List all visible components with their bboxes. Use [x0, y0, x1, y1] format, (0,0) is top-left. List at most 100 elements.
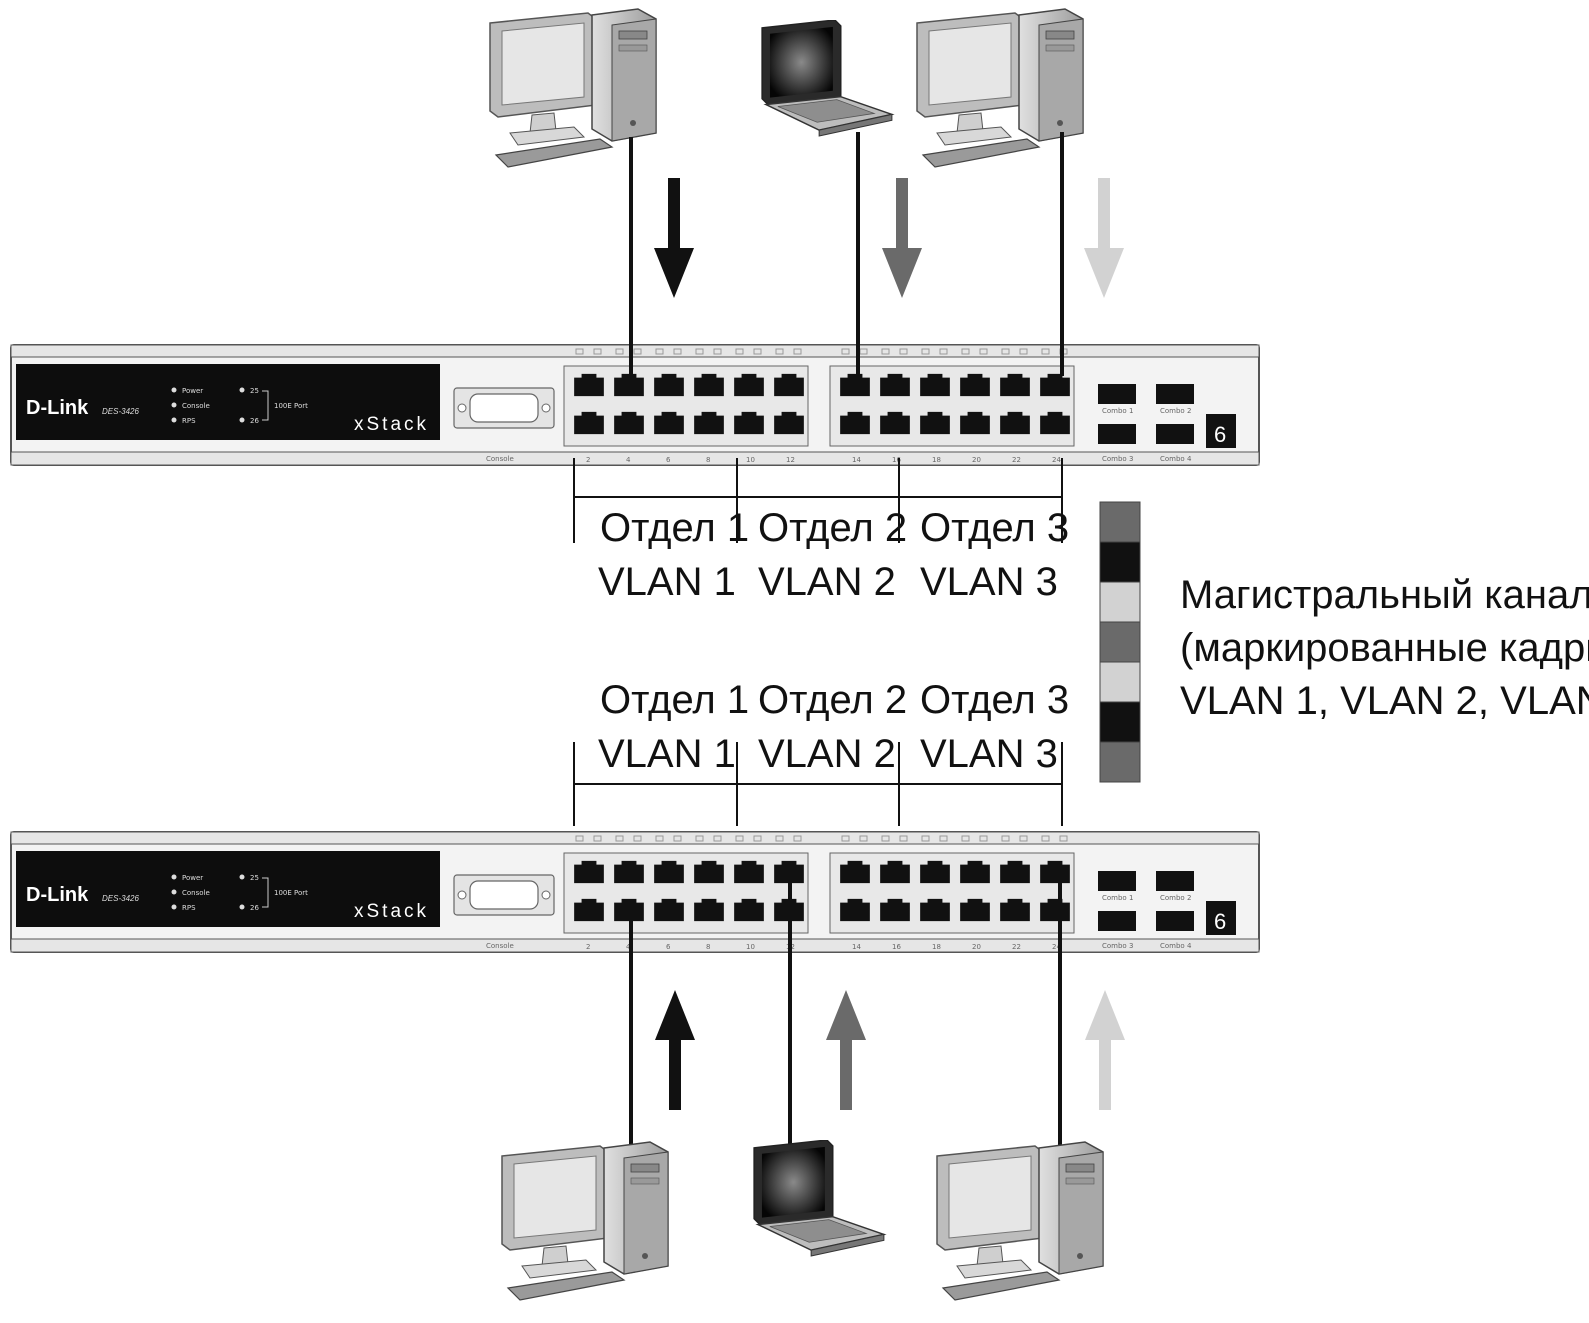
- port-number: 10: [746, 943, 755, 951]
- combo-label: Combo 2: [1160, 407, 1191, 415]
- link-led: [575, 348, 584, 355]
- model-label: DES-3426: [102, 407, 139, 416]
- laptop-icon: [761, 20, 893, 137]
- combo-label: Combo 3: [1102, 455, 1133, 463]
- link-led: [1041, 835, 1050, 842]
- link-led: [735, 835, 744, 842]
- combo-label: Combo 1: [1102, 407, 1133, 415]
- port-number: 10: [746, 456, 755, 464]
- port-number: 20: [972, 943, 981, 951]
- link-led: [593, 835, 602, 842]
- switch-top: D-Link DES-3426 Power Console RPS 25 26 …: [10, 344, 1260, 466]
- port-number: 4: [626, 456, 631, 464]
- dept-label: Отдел 3: [920, 506, 1069, 550]
- status-leds: Power Console RPS 25 26 100E Port: [171, 387, 308, 425]
- link-led: [1001, 348, 1010, 355]
- slot-label: 6: [1214, 909, 1226, 934]
- link-led: [793, 835, 802, 842]
- port-number: 2: [586, 456, 590, 464]
- link-led: [859, 835, 868, 842]
- laptop-icon: [753, 1140, 885, 1257]
- link-led: [899, 835, 908, 842]
- port-number: 18: [932, 943, 941, 951]
- led-power: Power: [182, 387, 203, 395]
- port-number: 22: [1012, 943, 1021, 951]
- arrow-down-vlan3: [1084, 178, 1124, 298]
- uplink-caption: 100E Port: [274, 889, 308, 897]
- link-led: [921, 348, 930, 355]
- combo-label: Combo 4: [1160, 455, 1192, 463]
- link-led: [979, 348, 988, 355]
- port-number: 8: [706, 456, 710, 464]
- trunk-caption-line: Магистральный канал: [1180, 573, 1589, 617]
- trunk-frame-vlan1: [1099, 541, 1141, 583]
- combo-label: Combo 1: [1102, 894, 1133, 902]
- led-25: 25: [250, 874, 259, 882]
- port-number: 24: [1052, 943, 1061, 951]
- dept-label: Отдел 3: [920, 678, 1069, 722]
- bottom-group-brackets: [573, 742, 1063, 826]
- link-led: [713, 348, 722, 355]
- link-led: [775, 348, 784, 355]
- trunk-caption-line: VLAN 1, VLAN 2, VLAN 3): [1180, 679, 1589, 723]
- link-led: [633, 835, 642, 842]
- combo-label: Combo 2: [1160, 894, 1191, 902]
- link-led: [1019, 835, 1028, 842]
- link-led: [735, 348, 744, 355]
- port-number: 4: [626, 943, 631, 951]
- uplink-caption: 100E Port: [274, 402, 308, 410]
- trunk-frame-vlan2: [1099, 741, 1141, 783]
- vlan-label: VLAN 3: [920, 732, 1058, 776]
- link-led: [753, 348, 762, 355]
- vlan-label: VLAN 2: [758, 732, 896, 776]
- led-console: Console: [182, 889, 210, 897]
- link-led: [593, 348, 602, 355]
- led-power: Power: [182, 874, 203, 882]
- dept-label: Отдел 2: [758, 678, 907, 722]
- link-led: [939, 835, 948, 842]
- port-number: 16: [892, 456, 901, 464]
- trunk-caption: Магистральный канал (маркированные кадры…: [1180, 573, 1589, 723]
- link-led: [673, 835, 682, 842]
- vlan-label: VLAN 2: [758, 560, 896, 604]
- port-number: 12: [786, 456, 795, 464]
- console-label: Console: [486, 455, 514, 463]
- link-led: [775, 835, 784, 842]
- desktop-icon: [936, 1141, 1104, 1301]
- port-number: 8: [706, 943, 710, 951]
- arrow-up-vlan3: [1085, 990, 1125, 1110]
- console-label: Console: [486, 942, 514, 950]
- arrow-down-vlan1: [654, 178, 694, 298]
- link-led: [615, 835, 624, 842]
- top-group-labels: Отдел 1 VLAN 1 Отдел 2 VLAN 2 Отдел 3 VL…: [598, 506, 1069, 604]
- led-26: 26: [250, 904, 259, 912]
- link-led: [753, 835, 762, 842]
- link-led: [655, 835, 664, 842]
- dept-label: Отдел 1: [600, 506, 749, 550]
- port-number: 14: [852, 456, 861, 464]
- combo-label: Combo 4: [1160, 942, 1192, 950]
- link-led: [979, 835, 988, 842]
- slot-label: 6: [1214, 422, 1226, 447]
- vlan-label: VLAN 1: [598, 732, 736, 776]
- trunk-frame-vlan2: [1099, 621, 1141, 663]
- trunk-frame-vlan1: [1099, 701, 1141, 743]
- led-25: 25: [250, 387, 259, 395]
- link-led: [575, 835, 584, 842]
- link-led: [695, 835, 704, 842]
- port-number: 6: [666, 456, 671, 464]
- link-led: [1019, 348, 1028, 355]
- port-number: 24: [1052, 456, 1061, 464]
- desktop-icon: [916, 8, 1084, 168]
- vlan-label: VLAN 3: [920, 560, 1058, 604]
- link-led: [1001, 835, 1010, 842]
- link-led: [655, 348, 664, 355]
- link-led: [713, 835, 722, 842]
- link-led: [633, 348, 642, 355]
- series-label: xStack: [354, 414, 429, 435]
- trunk-frame-vlan3: [1099, 581, 1141, 623]
- arrow-down-vlan2: [882, 178, 922, 298]
